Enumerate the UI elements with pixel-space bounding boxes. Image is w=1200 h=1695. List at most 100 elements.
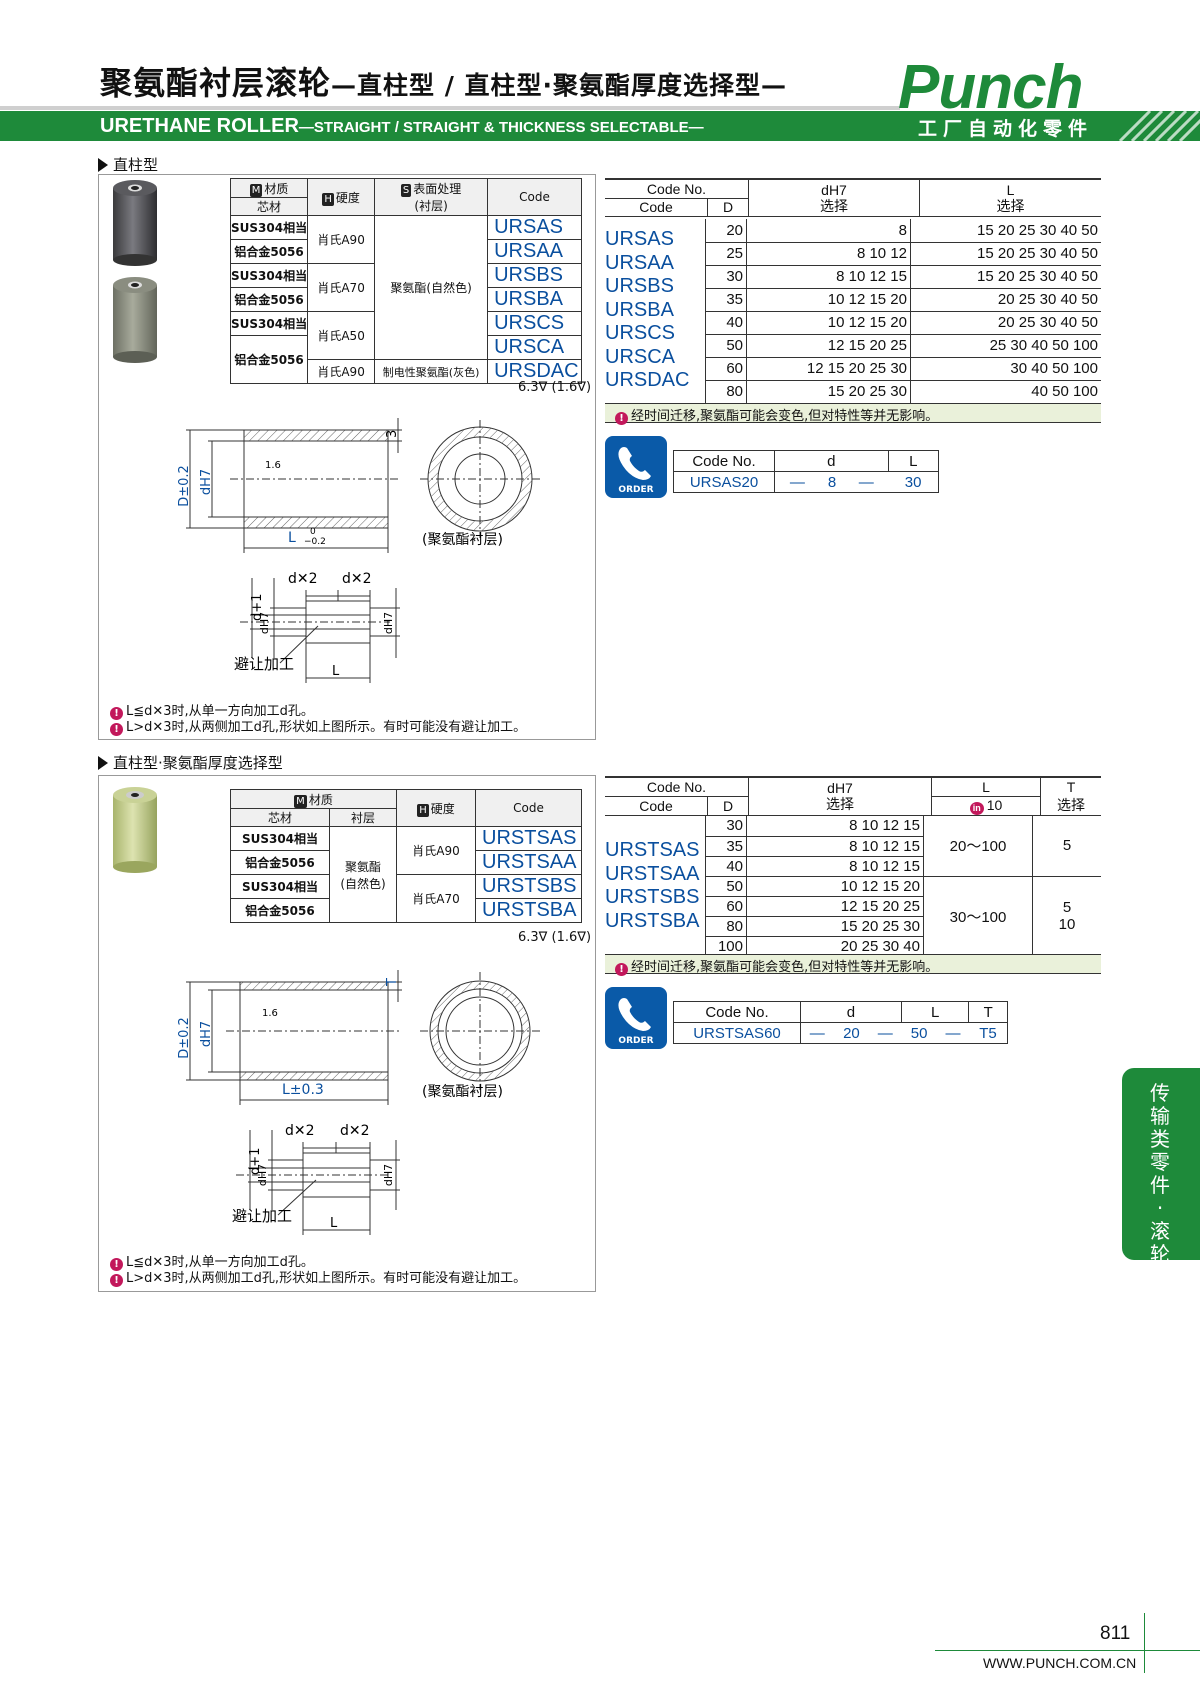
- roller-drawing-2: D±0.2 dH7 1.6 T L±0.3 (聚氨酯衬层) d✕2 d✕2 dH…: [177, 970, 540, 1235]
- code-link[interactable]: URSCS: [487, 311, 582, 336]
- cell-L: 15 20 25 30 40 50: [977, 245, 1098, 262]
- roughness-symbol: 6.3∇ (1.6∇): [518, 930, 592, 945]
- code-link[interactable]: URSTSAS: [605, 839, 700, 861]
- order-phone-icon[interactable]: ORDER: [605, 436, 667, 498]
- in-icon: in: [969, 801, 984, 815]
- code-link[interactable]: URSAA: [605, 251, 674, 274]
- footer-rule: [935, 1650, 1200, 1651]
- code-link[interactable]: URSTSBS: [475, 874, 582, 899]
- cell-d: 12 15 20 25 30: [746, 357, 911, 380]
- code-column-1: URSAS URSAA URSBS URSBA URSCS URSCA URSD…: [605, 218, 701, 393]
- dim-dh7-right: dH7: [382, 612, 395, 634]
- warning-icon: !: [615, 963, 628, 976]
- cell-D: 30: [705, 265, 747, 288]
- cell-L-range: 20～100: [923, 816, 1033, 877]
- cell-L: 40 50 100: [1031, 383, 1098, 400]
- page-subtitle-en: —STRAIGHT / STRAIGHT & THICKNESS SELECTA…: [298, 119, 704, 136]
- order-phone-icon[interactable]: ORDER: [605, 987, 667, 1049]
- dim-dx2-right: d✕2: [340, 1123, 370, 1139]
- liner-label: (聚氨酯衬层): [422, 532, 503, 548]
- code-link[interactable]: URSDAC: [487, 359, 582, 384]
- code-link[interactable]: URSTSBA: [605, 909, 700, 932]
- code-link[interactable]: URSAS: [605, 228, 674, 250]
- category-side-tab[interactable]: 传输类零件·滚轮: [1122, 1068, 1200, 1266]
- dim-dh7-left: dH7: [256, 1164, 269, 1186]
- code-link[interactable]: URSTSBS: [605, 886, 700, 908]
- cell-D: 40: [705, 856, 747, 876]
- cell-D: 35: [705, 836, 747, 856]
- dim-dh7: dH7: [199, 1021, 214, 1047]
- cell-L: 20 25 30 40 50: [997, 291, 1098, 308]
- code-link[interactable]: URSBS: [487, 263, 582, 288]
- footer-vrule: [1144, 1613, 1145, 1673]
- cell-D: 20: [705, 219, 747, 242]
- code-link[interactable]: URSCS: [605, 322, 676, 344]
- cell-D: 50: [705, 334, 747, 357]
- section1-heading: 直柱型: [98, 154, 158, 175]
- code-link[interactable]: URSTSAA: [475, 850, 582, 875]
- side-tab-label: 传输类零件·滚轮: [1150, 1081, 1170, 1266]
- triangle-icon: [98, 756, 108, 770]
- roughness-symbol: 6.3∇ (1.6∇): [518, 380, 592, 395]
- code-link[interactable]: URSBS: [605, 275, 674, 297]
- code-link[interactable]: URSCA: [487, 335, 582, 360]
- dim-L-tol-bottom: −0.2: [304, 537, 326, 547]
- cell-D: 40: [705, 311, 747, 334]
- dim-D: D±0.2: [177, 1017, 192, 1059]
- dim-L: L: [288, 530, 296, 546]
- code-link[interactable]: URSBA: [605, 298, 674, 321]
- cell-T: 5 10: [1058, 899, 1076, 933]
- warning-bar-1: !经时间迁移,聚氨酯可能会变色,但对特性等并无影响。: [605, 403, 1101, 425]
- h-icon: H: [417, 803, 429, 817]
- relief-label: 避让加工: [234, 655, 294, 673]
- code-link[interactable]: URSDAC: [605, 369, 690, 391]
- dim-d-plus-1: d+1: [250, 594, 265, 621]
- section2-panel: [98, 775, 596, 1292]
- code-link[interactable]: URSAA: [487, 239, 582, 264]
- dim-L-bottom: L: [332, 664, 340, 679]
- note-1b: !L>d✕3时,从两侧加工d孔,形状如上图所示。有时可能没有避让加工。: [110, 716, 526, 736]
- table-top-rule: [605, 776, 1101, 778]
- roller-photo-dark: [113, 180, 157, 266]
- brand-logo: Punch 工厂自动化零件: [870, 53, 1200, 141]
- cell-D: 100: [705, 936, 747, 956]
- m-icon: M: [294, 794, 307, 808]
- cell-L: 20 25 30 40 50: [997, 314, 1098, 331]
- triangle-icon: [98, 158, 108, 172]
- cell-d: 10 12 15 20: [746, 288, 911, 311]
- cell-d: 8 10 12 15: [746, 836, 924, 856]
- dim-L-tol-top: 0: [310, 527, 316, 537]
- note-2b: !L>d✕3时,从两侧加工d孔,形状如上图所示。有时可能没有避让加工。: [110, 1267, 526, 1287]
- code-link[interactable]: URSAS: [487, 215, 582, 240]
- cell-L-range: 30～100: [923, 876, 1033, 956]
- code-link[interactable]: URSTSAS: [475, 826, 582, 851]
- dim-dx2-left: d✕2: [288, 571, 318, 587]
- brand-name: Punch: [898, 53, 1083, 122]
- cell-d: 12 15 20 25: [746, 334, 911, 357]
- cell-d: 8 10 12 15: [746, 856, 924, 876]
- warning-icon: !: [110, 707, 123, 720]
- page-subtitle: —直柱型 / 直柱型·聚氨酯厚度选择型—: [331, 71, 788, 100]
- note-1a: !L≦d✕3时,从单一方向加工d孔。: [110, 700, 314, 720]
- brand-tagline: 工厂自动化零件: [918, 118, 1094, 140]
- code-link[interactable]: URSBA: [487, 287, 582, 312]
- cell-d: 10 12 15 20: [746, 876, 924, 896]
- warning-bar-2: !经时间迁移,聚氨酯可能会变色,但对特性等并无影响。: [605, 954, 1101, 976]
- code-link[interactable]: URSCA: [605, 345, 676, 368]
- code-link[interactable]: URSTSAA: [605, 862, 700, 885]
- dim-thickness: T: [385, 978, 400, 987]
- code-link[interactable]: URSTSBA: [475, 898, 582, 923]
- roughness-mark: 1.6: [262, 1008, 278, 1019]
